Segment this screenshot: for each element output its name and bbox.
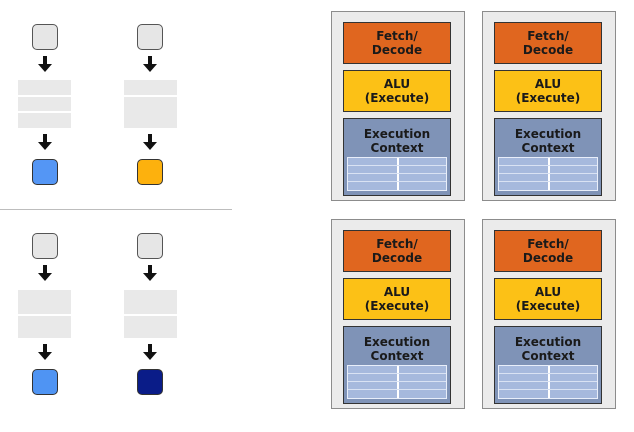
core: Fetch/ Decode ALU (Execute) Execution Co… <box>331 11 465 201</box>
input-box <box>32 24 58 50</box>
down-arrow-icon <box>143 265 157 281</box>
output-box <box>137 159 163 185</box>
down-arrow-icon <box>38 56 52 72</box>
input-box <box>137 24 163 50</box>
execution-context-label: Execution Context <box>514 127 582 155</box>
fetch-decode-unit: Fetch/ Decode <box>343 230 451 272</box>
input-box <box>32 233 58 259</box>
execution-context-label: Execution Context <box>514 335 582 363</box>
alu-unit: ALU (Execute) <box>494 70 602 112</box>
down-arrow-icon <box>143 56 157 72</box>
down-arrow-icon <box>38 134 52 150</box>
divider <box>0 209 232 210</box>
core: Fetch/ Decode ALU (Execute) Execution Co… <box>331 219 465 409</box>
work-block <box>18 80 71 128</box>
execution-context-label: Execution Context <box>363 127 431 155</box>
context-registers <box>347 365 447 399</box>
down-arrow-icon <box>143 134 157 150</box>
input-box <box>137 233 163 259</box>
fetch-decode-unit: Fetch/ Decode <box>343 22 451 64</box>
work-block <box>18 290 71 338</box>
core: Fetch/ Decode ALU (Execute) Execution Co… <box>482 219 616 409</box>
down-arrow-icon <box>143 344 157 360</box>
fetch-decode-unit: Fetch/ Decode <box>494 230 602 272</box>
down-arrow-icon <box>38 344 52 360</box>
fetch-decode-unit: Fetch/ Decode <box>494 22 602 64</box>
execution-context-label: Execution Context <box>363 335 431 363</box>
output-box <box>32 369 58 395</box>
work-block <box>124 290 177 338</box>
alu-unit: ALU (Execute) <box>343 278 451 320</box>
core: Fetch/ Decode ALU (Execute) Execution Co… <box>482 11 616 201</box>
down-arrow-icon <box>38 265 52 281</box>
output-box <box>137 369 163 395</box>
alu-unit: ALU (Execute) <box>494 278 602 320</box>
context-registers <box>498 157 598 191</box>
alu-unit: ALU (Execute) <box>343 70 451 112</box>
work-block <box>124 80 177 128</box>
context-registers <box>347 157 447 191</box>
context-registers <box>498 365 598 399</box>
output-box <box>32 159 58 185</box>
